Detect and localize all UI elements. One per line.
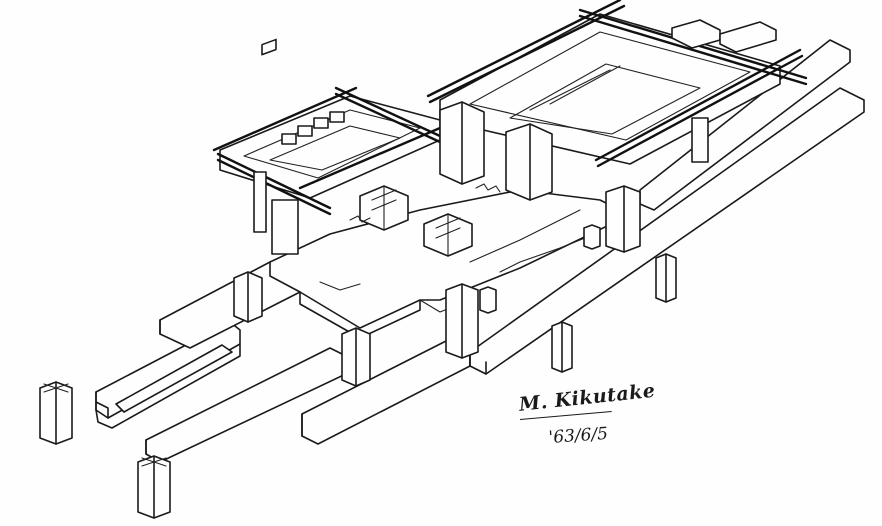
- stair-icon: [349, 183, 501, 223]
- stair-core-1: [359, 185, 409, 231]
- right-end-tower: [605, 185, 641, 253]
- front-pier-tower: [445, 283, 479, 359]
- stair-core-2: [423, 213, 473, 257]
- central-towers: [439, 101, 553, 201]
- pier-column-icon: [39, 224, 677, 519]
- signature-date: '63/6/5: [548, 423, 609, 448]
